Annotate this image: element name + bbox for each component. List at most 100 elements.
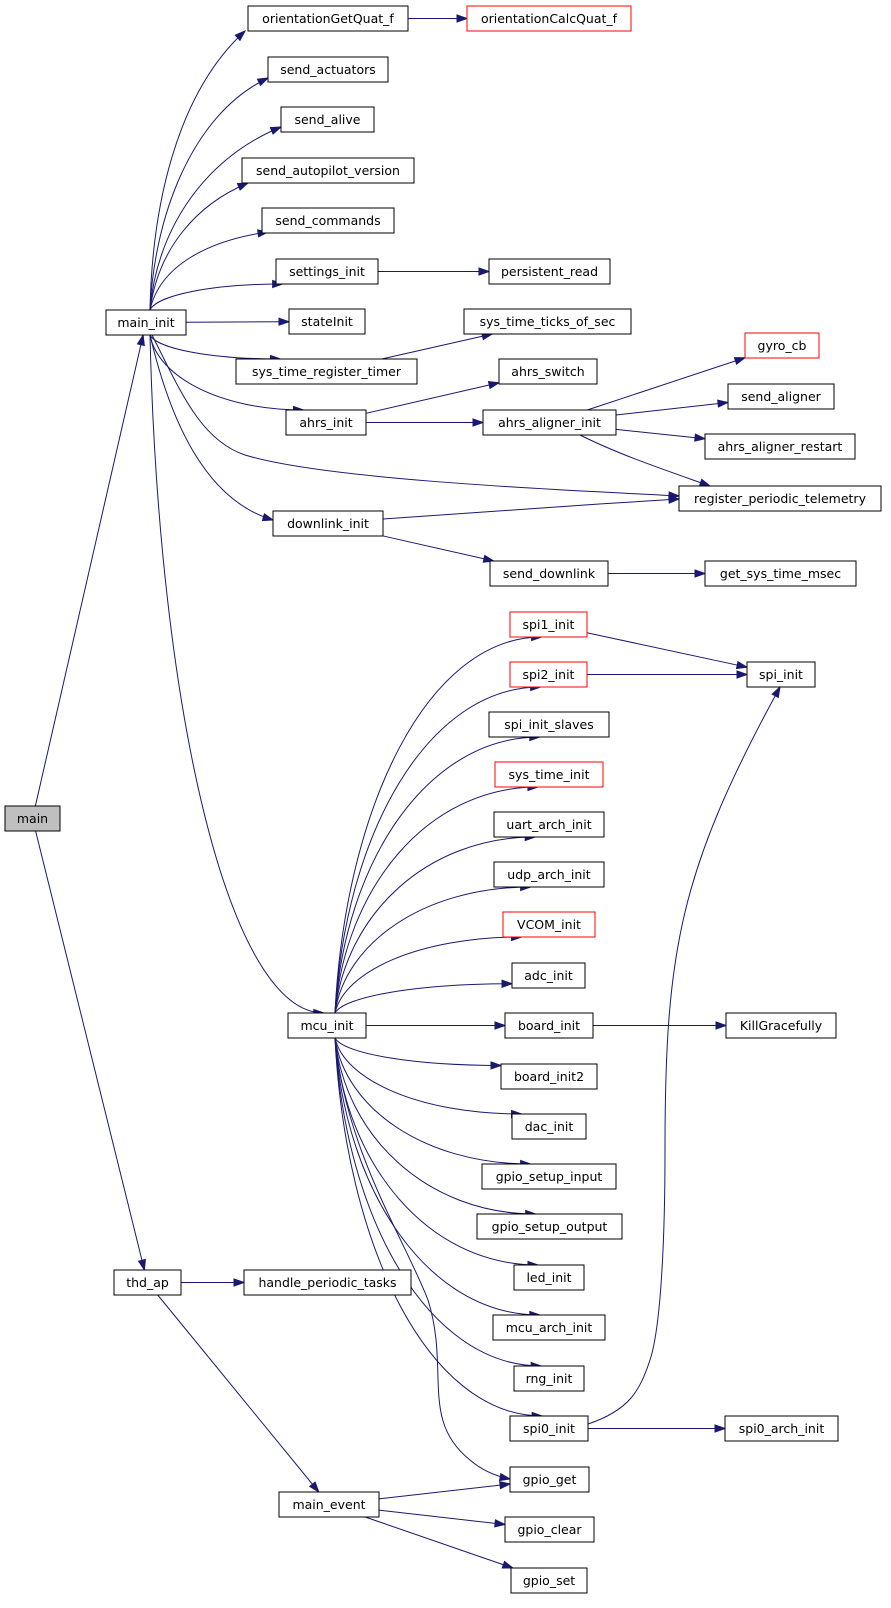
node-orientationCalcQuat_f[interactable]: orientationCalcQuat_f — [466, 5, 632, 32]
edge-main_init-to-send_actuators-arrowhead — [256, 77, 270, 87]
node-box-sys_time_init — [494, 761, 604, 788]
edge-main_init-to-send_actuators — [149, 77, 269, 311]
node-box-dac_init — [511, 1113, 587, 1140]
edge-ahrs_aligner_init-to-ahrs_aligner_restart — [615, 428, 706, 440]
node-gpio_setup_input[interactable]: gpio_setup_input — [481, 1163, 617, 1190]
node-dac_init[interactable]: dac_init — [511, 1113, 587, 1140]
edge-spi0_init-to-spi0_arch_init-arrowhead — [714, 1424, 727, 1433]
node-persistent_read[interactable]: persistent_read — [488, 258, 611, 285]
node-main[interactable]: main — [4, 805, 61, 832]
edge-mcu_init-to-board_init2-arrowhead — [490, 1061, 503, 1070]
node-board_init2[interactable]: board_init2 — [500, 1063, 598, 1090]
node-orientationGetQuat_f[interactable]: orientationGetQuat_f — [247, 5, 409, 32]
node-main_event[interactable]: main_event — [278, 1491, 380, 1518]
node-VCOM_init[interactable]: VCOM_init — [502, 911, 596, 938]
node-led_init[interactable]: led_init — [513, 1264, 585, 1291]
node-box-sys_time_register_timer — [235, 358, 418, 385]
node-box-spi_init_slaves — [488, 711, 610, 738]
node-sys_time_ticks_of_sec[interactable]: sys_time_ticks_of_sec — [463, 308, 632, 335]
node-ahrs_init[interactable]: ahrs_init — [285, 409, 367, 436]
nodes-layer: main main_init thd_ap orientationGetQuat_f o… — [4, 5, 882, 1594]
node-spi0_init[interactable]: spi0_init — [509, 1415, 589, 1442]
node-box-send_commands — [261, 207, 395, 234]
node-send_alive[interactable]: send_alive — [280, 106, 375, 133]
node-spi1_init[interactable]: spi1_init — [509, 611, 588, 638]
node-get_sys_time_msec[interactable]: get_sys_time_msec — [704, 560, 857, 587]
node-box-ahrs_aligner_init — [482, 409, 617, 436]
node-settings_init[interactable]: settings_init — [275, 258, 379, 285]
node-box-spi0_init — [509, 1415, 589, 1442]
edge-main_init-to-send_alive — [149, 126, 282, 311]
edge-ahrs_aligner_init-to-ahrs_aligner_restart-arrowhead — [694, 433, 707, 442]
node-label-adc_init: adc_init — [524, 968, 573, 983]
edge-main_event-to-gpio_clear — [378, 1509, 506, 1525]
edge-main_event-to-gpio_set-arrowhead — [501, 1560, 515, 1569]
node-udp_arch_init[interactable]: udp_arch_init — [493, 861, 605, 888]
node-adc_init[interactable]: adc_init — [511, 962, 586, 989]
node-rng_init[interactable]: rng_init — [513, 1365, 585, 1392]
node-downlink_init[interactable]: downlink_init — [272, 510, 384, 537]
node-gyro_cb[interactable]: gyro_cb — [744, 332, 820, 359]
node-label-spi0_arch_init: spi0_arch_init — [739, 1421, 825, 1436]
node-uart_arch_init[interactable]: uart_arch_init — [493, 811, 605, 838]
node-box-thd_ap — [113, 1269, 182, 1296]
node-box-get_sys_time_msec — [704, 560, 857, 587]
node-handle_periodic_tasks[interactable]: handle_periodic_tasks — [243, 1269, 412, 1296]
node-register_periodic_telemetry[interactable]: register_periodic_telemetry — [678, 485, 882, 512]
node-box-ahrs_aligner_restart — [704, 433, 856, 460]
node-label-send_alive: send_alive — [294, 112, 360, 127]
node-ahrs_switch[interactable]: ahrs_switch — [498, 358, 598, 385]
node-sys_time_init[interactable]: sys_time_init — [494, 761, 604, 788]
edge-main_init-to-settings_init — [149, 283, 283, 311]
node-spi2_init[interactable]: spi2_init — [509, 661, 588, 688]
node-send_autopilot_version[interactable]: send_autopilot_version — [241, 157, 415, 184]
node-stateInit[interactable]: stateInit — [288, 308, 366, 335]
node-label-gpio_setup_output: gpio_setup_output — [492, 1219, 608, 1234]
node-box-spi_init — [746, 661, 816, 688]
node-ahrs_aligner_init[interactable]: ahrs_aligner_init — [482, 409, 617, 436]
node-box-KillGracefully — [725, 1012, 837, 1039]
node-box-settings_init — [275, 258, 379, 285]
edge-mcu_init-to-sys_time_init — [334, 786, 538, 1014]
node-label-rng_init: rng_init — [526, 1371, 573, 1386]
node-box-register_periodic_telemetry — [678, 485, 882, 512]
node-gpio_clear[interactable]: gpio_clear — [504, 1516, 595, 1543]
edge-main_event-to-gpio_get — [378, 1483, 511, 1500]
node-box-VCOM_init — [502, 911, 596, 938]
edge-ahrs_aligner_init-to-send_aligner — [615, 401, 729, 416]
node-label-main_init: main_init — [117, 315, 174, 330]
node-KillGracefully[interactable]: KillGracefully — [725, 1012, 837, 1039]
node-send_actuators[interactable]: send_actuators — [267, 56, 389, 83]
node-spi0_arch_init[interactable]: spi0_arch_init — [724, 1415, 839, 1442]
edge-main_init-to-send_commands — [149, 231, 269, 311]
node-send_downlink[interactable]: send_downlink — [489, 560, 609, 587]
node-gpio_set[interactable]: gpio_set — [510, 1567, 588, 1594]
node-mcu_init[interactable]: mcu_init — [287, 1012, 367, 1039]
node-box-persistent_read — [488, 258, 611, 285]
node-ahrs_aligner_restart[interactable]: ahrs_aligner_restart — [704, 433, 856, 460]
node-mcu_arch_init[interactable]: mcu_arch_init — [492, 1314, 606, 1341]
edge-main_init-to-orientationGetQuat_f-arrowhead — [234, 29, 247, 42]
node-send_aligner[interactable]: send_aligner — [727, 383, 835, 410]
node-box-sys_time_ticks_of_sec — [463, 308, 632, 335]
node-box-udp_arch_init — [493, 861, 605, 888]
node-main_init[interactable]: main_init — [105, 309, 187, 336]
edge-downlink_init-to-register_periodic_telemetry — [382, 498, 680, 520]
edge-orientationGetQuat_f-to-orientationCalcQuat_f-arrowhead — [456, 14, 469, 23]
node-send_commands[interactable]: send_commands — [261, 207, 395, 234]
node-box-send_autopilot_version — [241, 157, 415, 184]
node-box-gyro_cb — [744, 332, 820, 359]
node-thd_ap[interactable]: thd_ap — [113, 1269, 182, 1296]
edge-main_init-to-downlink_init — [149, 334, 274, 521]
node-gpio_get[interactable]: gpio_get — [509, 1466, 590, 1493]
edge-main_init-to-register_periodic_telemetry — [151, 334, 680, 497]
node-spi_init_slaves[interactable]: spi_init_slaves — [488, 711, 610, 738]
node-sys_time_register_timer[interactable]: sys_time_register_timer — [235, 358, 418, 385]
node-label-ahrs_aligner_restart: ahrs_aligner_restart — [718, 439, 843, 454]
node-gpio_setup_output[interactable]: gpio_setup_output — [476, 1213, 623, 1240]
node-box-spi0_arch_init — [724, 1415, 839, 1442]
edge-thd_ap-to-main_event — [157, 1294, 320, 1493]
node-board_init[interactable]: board_init — [504, 1012, 594, 1039]
node-label-downlink_init: downlink_init — [287, 516, 369, 531]
node-spi_init[interactable]: spi_init — [746, 661, 816, 688]
